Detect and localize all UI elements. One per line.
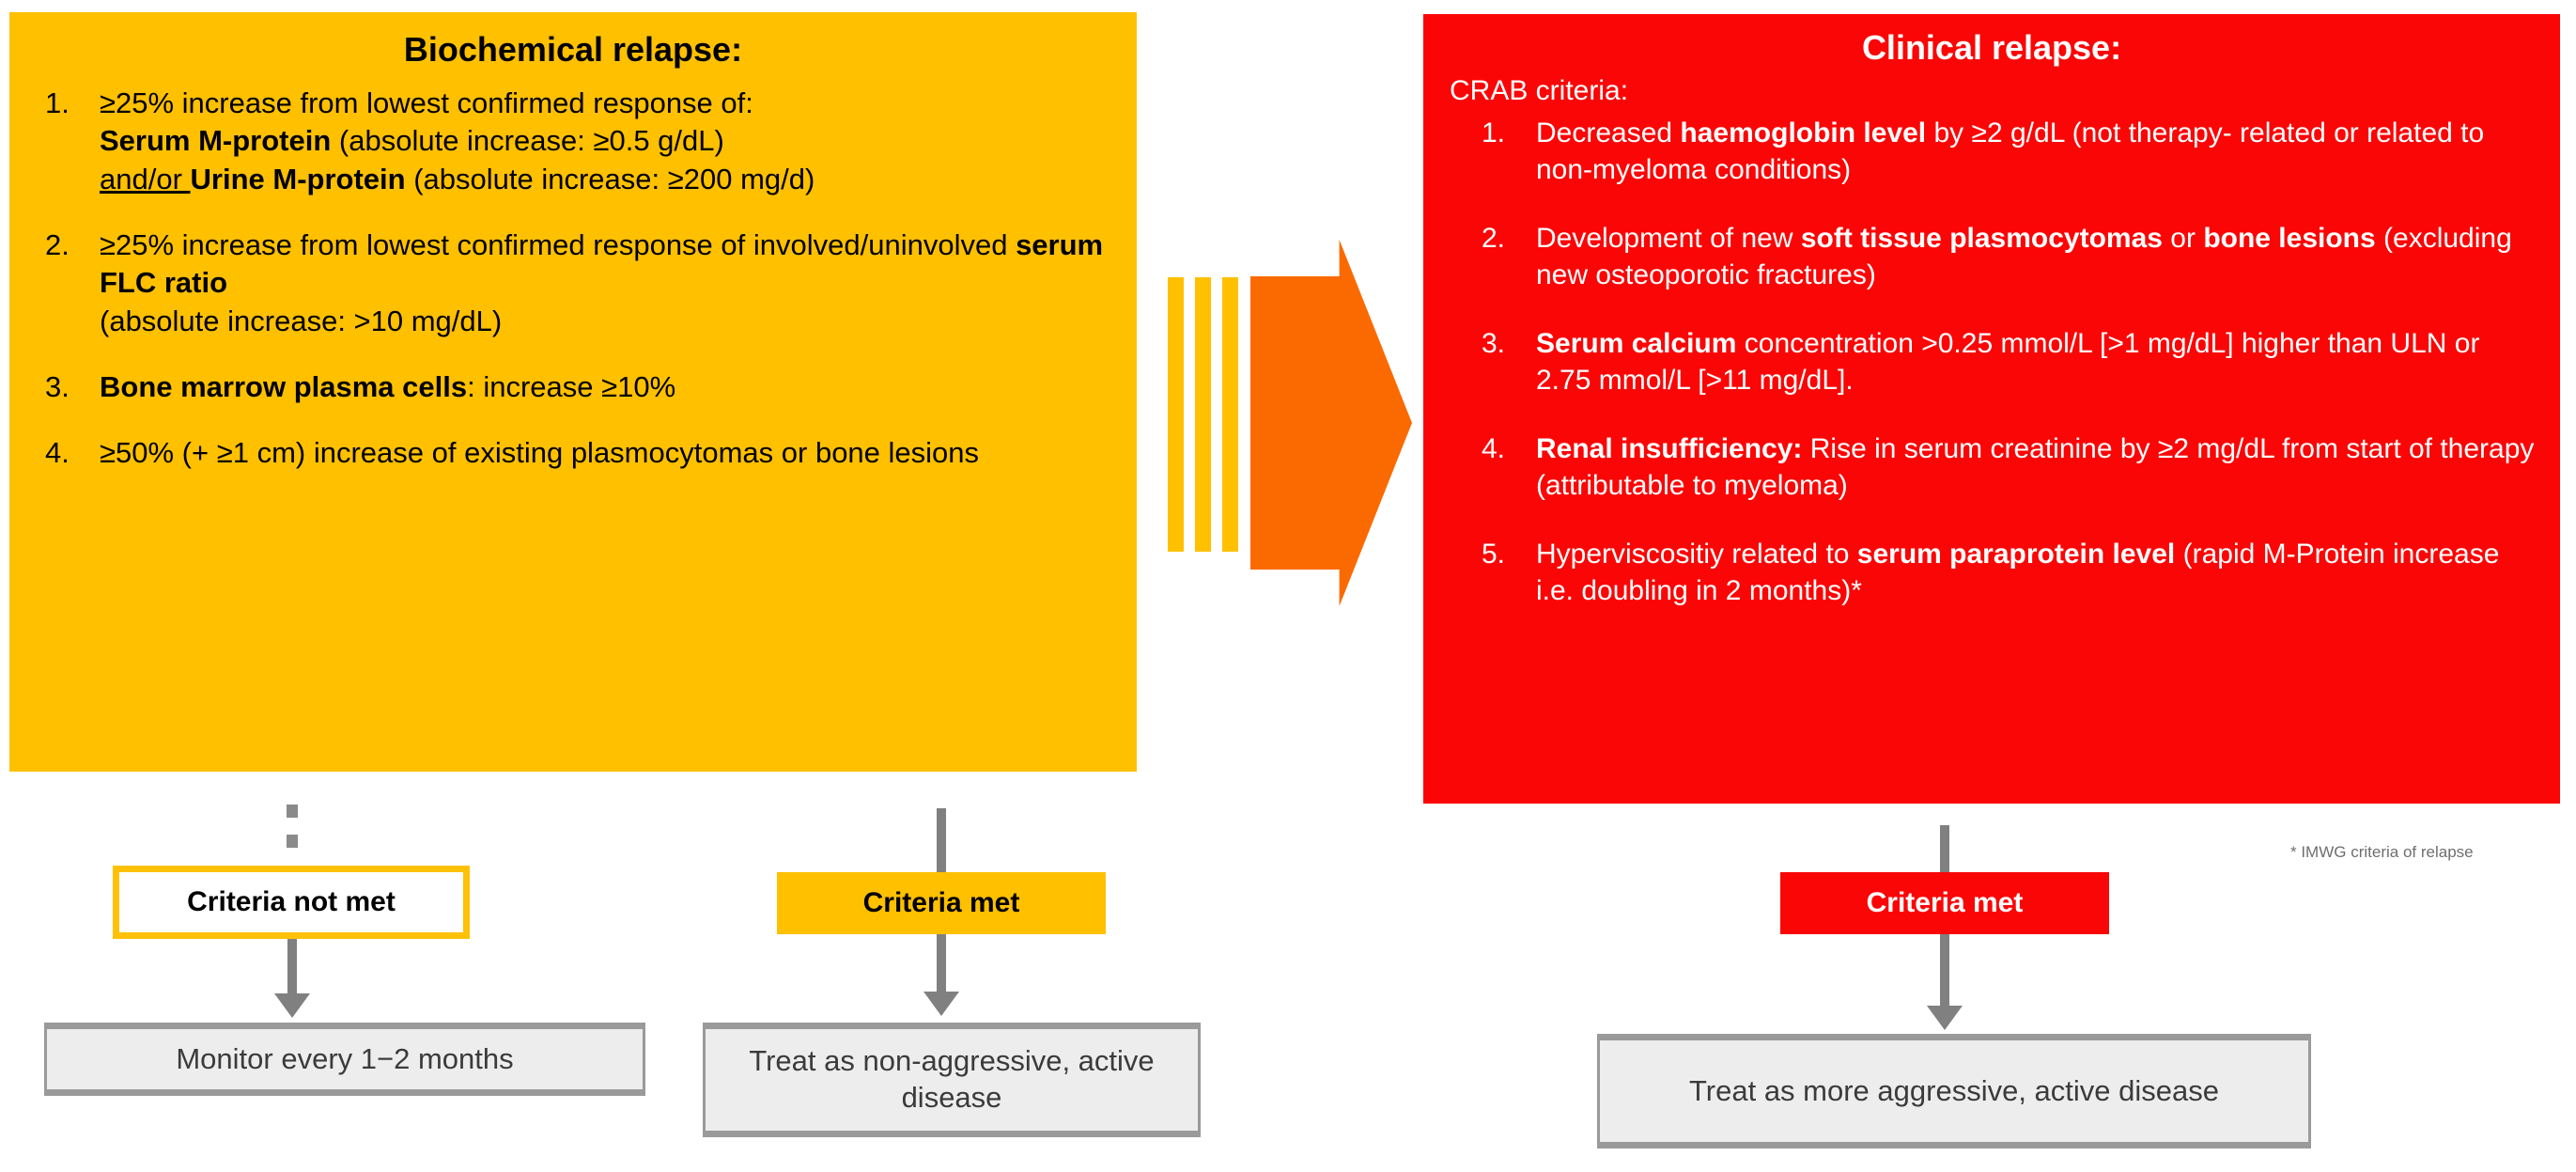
criteria-met-biochemical-label: Criteria met (862, 887, 1020, 918)
arrow-body-right-icon (1250, 240, 1412, 606)
connector-arrowhead-not-met (274, 993, 310, 1018)
dashed-connector-square-1 (287, 805, 298, 818)
clinical-criteria-item-3-number: 3. (1482, 327, 1506, 359)
dashed-connector-square-2 (287, 835, 298, 848)
clinical-criteria-item-1-number: 1. (1482, 117, 1506, 148)
criteria-not-met-chip[interactable]: Criteria not met (113, 866, 470, 939)
crab-criteria-label: CRAB criteria: (1450, 75, 1629, 107)
footnote-imwg: * IMWG criteria of relapse (2290, 843, 2474, 861)
biochemical-criteria-item-1-number: 1. (45, 86, 70, 120)
biochemical-criteria-item-3-text: Bone marrow plasma cells: increase ≥10% (100, 369, 676, 403)
outcome-non-aggressive-label: Treat as non-aggressive, active disease (749, 1044, 1155, 1114)
clinical-criteria-item-4-number: 4. (1482, 432, 1506, 464)
outcome-monitor-label: Monitor every 1−2 months (176, 1041, 514, 1075)
outcome-aggressive-box: Treat as more aggressive, active disease (1597, 1034, 2311, 1149)
clinical-criteria-item-5-number: 5. (1482, 538, 1506, 570)
criteria-met-biochemical-chip[interactable]: Criteria met (777, 872, 1106, 934)
criteria-not-met-label: Criteria not met (187, 886, 396, 917)
clinical-criteria-item-2-text: Development of new soft tissue plasmocyt… (1536, 222, 2512, 290)
criteria-met-clinical-label: Criteria met (1866, 887, 2024, 918)
criteria-met-clinical-chip[interactable]: Criteria met (1780, 872, 2109, 934)
arrow-tail-bar-2 (1195, 277, 1211, 552)
biochemical-criteria-item-3-number: 3. (45, 369, 70, 403)
biochemical-criteria-list: 1. ≥25% increase from lowest confirmed re… (38, 85, 1109, 472)
clinical-criteria-item-3: 3. Serum calcium concentration >0.25 mmol… (1474, 325, 2536, 398)
clinical-relapse-panel: Clinical relapse: CRAB criteria: 1. Decre… (1423, 14, 2560, 804)
biochemical-criteria-item-2-number: 2. (45, 228, 70, 262)
clinical-criteria-item-1: 1. Decreased haemoglobin level by ≥2 g/dL… (1474, 115, 2536, 188)
clinical-panel-title: Clinical relapse: (1861, 28, 2122, 67)
biochemical-criteria-item-4-number: 4. (45, 436, 70, 470)
arrow-tail-bar-3 (1222, 277, 1238, 552)
biochemical-criteria-item-3: 3. Bone marrow plasma cells: increase ≥10… (38, 368, 1109, 406)
biochemical-criteria-item-1-text: ≥25% increase from lowest confirmed resp… (100, 86, 815, 195)
outcome-monitor-box: Monitor every 1−2 months (44, 1023, 645, 1096)
outcome-aggressive-label: Treat as more aggressive, active disease (1689, 1073, 2219, 1107)
clinical-criteria-item-1-text: Decreased haemoglobin level by ≥2 g/dL (… (1536, 117, 2485, 185)
transition-arrow-icon (1132, 240, 1414, 606)
biochemical-criteria-item-1: 1. ≥25% increase from lowest confirmed re… (38, 85, 1109, 198)
clinical-criteria-item-5-text: Hyperviscositiy related to serum parapro… (1536, 538, 2500, 606)
clinical-criteria-item-4: 4. Renal insufficiency: Rise in serum cre… (1474, 430, 2536, 504)
biochemical-criteria-item-4-text: ≥50% (+ ≥1 cm) increase of existing plas… (100, 436, 980, 470)
arrow-tail-bar-1 (1168, 277, 1184, 552)
outcome-non-aggressive-box: Treat as non-aggressive, active disease (703, 1023, 1201, 1137)
clinical-criteria-item-5: 5. Hyperviscositiy related to serum parap… (1474, 536, 2536, 609)
connector-arrowhead-criteria-met-red (1927, 1006, 1963, 1030)
biochemical-criteria-item-2-text: ≥25% increase from lowest confirmed resp… (100, 228, 1104, 337)
biochemical-criteria-item-2: 2. ≥25% increase from lowest confirmed re… (38, 227, 1109, 340)
clinical-criteria-item-2-number: 2. (1482, 222, 1506, 254)
biochemical-criteria-item-4: 4. ≥50% (+ ≥1 cm) increase of existing pl… (38, 434, 1109, 472)
clinical-criteria-item-2: 2. Development of new soft tissue plasmoc… (1474, 220, 2536, 293)
biochemical-panel-title: Biochemical relapse: (403, 30, 743, 69)
biochemical-relapse-panel: Biochemical relapse: 1. ≥25% increase fro… (9, 12, 1137, 772)
clinical-criteria-item-3-text: Serum calcium concentration >0.25 mmol/L… (1536, 327, 2480, 396)
connector-line-not-met (287, 939, 297, 997)
connector-arrowhead-criteria-met-yellow (923, 992, 959, 1016)
clinical-criteria-list: 1. Decreased haemoglobin level by ≥2 g/dL… (1448, 115, 2536, 609)
clinical-criteria-item-4-text: Renal insufficiency: Rise in serum creat… (1536, 432, 2535, 501)
